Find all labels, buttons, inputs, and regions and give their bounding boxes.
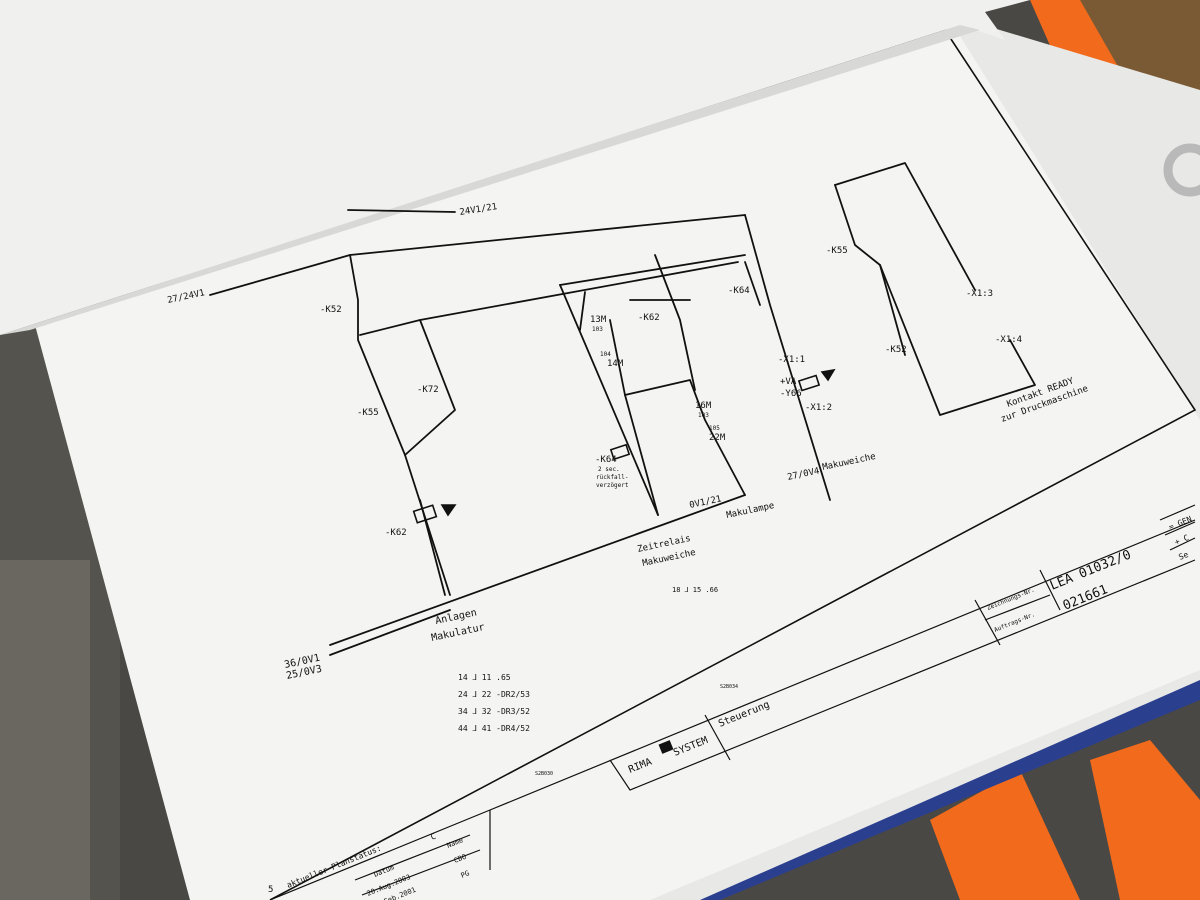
rima-logo-mark [658, 740, 674, 754]
label-sec-note-3: verzögert [596, 482, 629, 489]
k62-coil-symbol [412, 504, 438, 524]
label-k55-a: -K55 [357, 408, 379, 418]
label-x1-4: -X1:4 [995, 335, 1022, 345]
label-k52-a: -K52 [320, 305, 342, 315]
label-stamp-a: S2B034 [720, 684, 738, 690]
label-k62-coil: -K62 [385, 528, 407, 538]
page-number: 5 [268, 885, 273, 895]
y66-valve-symbol [797, 374, 821, 392]
label-ref-row-1: 14 ⅃ 11 .65 [458, 673, 511, 682]
label-va: +VA [780, 377, 797, 387]
label-sec-note-2: rückfall- [596, 474, 629, 481]
label-13m: 13M [590, 315, 607, 325]
label-x1-3: -X1:3 [966, 289, 993, 299]
orange-strap-bottom-right [1090, 740, 1200, 900]
schematic-sheet [35, 20, 1200, 900]
label-k64-contact: -K64 [728, 286, 750, 296]
label-16m: 16M [695, 401, 712, 411]
k64-coil-symbol [609, 443, 631, 461]
valve-diode-symbol [820, 368, 836, 382]
title-block [269, 504, 1196, 900]
label-sec-note-1: 2 sec. [598, 466, 620, 473]
label-14m: 14M [607, 359, 624, 369]
label-103b: 103 [698, 412, 709, 419]
label-ref-row-3: 34 ⅃ 32 -DR3/52 [458, 707, 530, 716]
label-k64-coil: -K64 [595, 455, 617, 465]
folded-top-sheet [0, 0, 1030, 335]
label-k62-contact: -K62 [638, 313, 660, 323]
label-relay-ref: 18 ⅃ 15 .66 [672, 586, 718, 594]
label-y66: -Y66 [780, 389, 802, 399]
component-symbols [412, 368, 836, 524]
label-stamp-b: S2B030 [535, 771, 553, 777]
orange-strap-bottom [930, 770, 1080, 900]
label-104: 104 [600, 351, 611, 358]
label-k55-b: -K55 [826, 246, 848, 256]
diode-symbol [440, 504, 457, 517]
machine-left-lower [0, 560, 90, 900]
corner-3: Se [1177, 550, 1189, 562]
label-103a: 103 [592, 326, 603, 333]
bolt [1163, 143, 1200, 197]
label-k52-b: -K52 [885, 345, 907, 355]
label-ref-row-4: 44 ⅃ 41 -DR4/52 [458, 724, 530, 733]
planstatus-value: C [429, 832, 437, 842]
circuit-wiring [209, 162, 1036, 656]
label-ref-row-2: 24 ⅃ 22 -DR2/53 [458, 690, 530, 699]
label-105: 105 [709, 425, 720, 432]
name-2: PG [460, 869, 471, 880]
label-x1-1: -X1:1 [778, 355, 805, 365]
label-k72: -K72 [417, 385, 439, 395]
fold-shadow [0, 25, 980, 335]
label-x1-2: -X1:2 [805, 403, 832, 413]
label-22m: 22M [709, 433, 726, 443]
